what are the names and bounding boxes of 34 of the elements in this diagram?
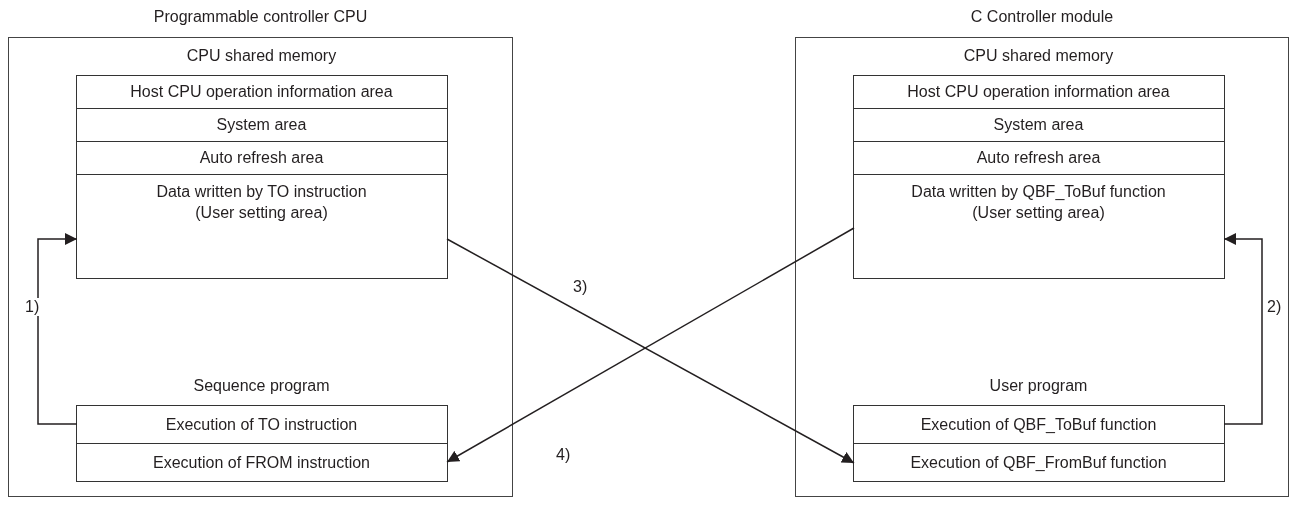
row-text: System area [216, 115, 307, 136]
row-text: Host CPU operation information area [130, 82, 393, 103]
memory-row [852, 442, 1225, 482]
row-text: Auto refresh area [976, 148, 1101, 169]
row-text: Auto refresh area [199, 148, 324, 169]
panel-heading: Programmable controller CPU [152, 8, 369, 26]
panel-heading: User program [988, 376, 1089, 395]
panel-heading: CPU shared memory [962, 46, 1115, 65]
memory-row [75, 442, 448, 482]
row-text: (User setting area) [972, 202, 1105, 223]
panel-heading: CPU shared memory [185, 46, 338, 65]
arrow [1223, 233, 1263, 425]
arrow [37, 233, 78, 425]
memory-row [75, 74, 448, 109]
edge-label: 3) [572, 278, 589, 296]
row-text: Execution of TO instruction [165, 414, 358, 435]
panel-heading: Sequence program [192, 376, 331, 395]
row-text: (User setting area) [195, 202, 328, 223]
edge-label: 4) [555, 446, 572, 464]
memory-row [75, 404, 448, 444]
row-text: Data written by TO instruction [156, 181, 367, 202]
row-text: Data written by QBF_ToBuf function [911, 181, 1166, 202]
row-text: Execution of QBF_FromBuf function [910, 452, 1167, 473]
memory-row [75, 173, 448, 279]
row-text: Execution of FROM instruction [153, 452, 370, 473]
row-text: Execution of QBF_ToBuf function [920, 414, 1157, 435]
edge-label: 2) [1266, 298, 1283, 316]
panel-heading: C Controller module [969, 8, 1115, 26]
memory-row [852, 173, 1225, 279]
memory-row [852, 404, 1225, 444]
edge-label: 1) [24, 298, 41, 316]
row-text: Host CPU operation information area [907, 82, 1170, 103]
row-text: System area [993, 115, 1084, 136]
memory-row [852, 74, 1225, 109]
